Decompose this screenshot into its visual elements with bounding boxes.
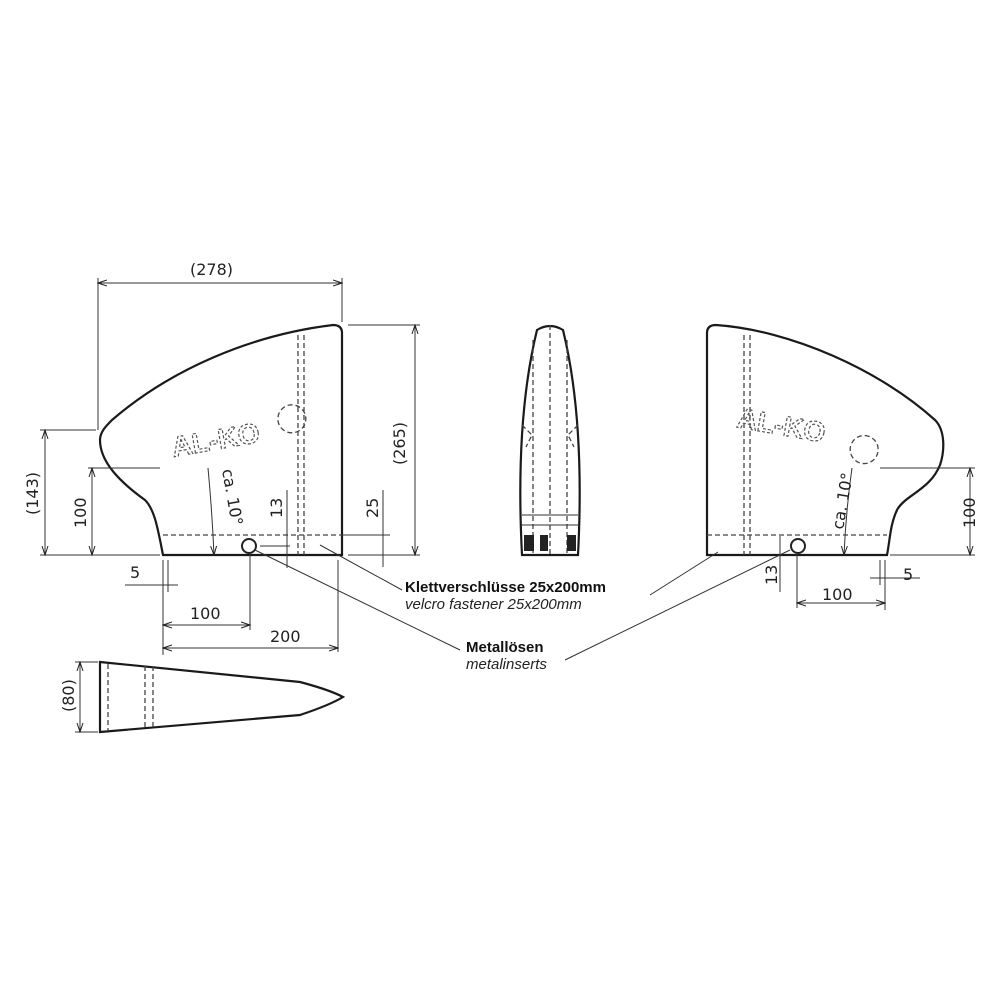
dim-143: (143)	[23, 472, 42, 515]
top-view: (80)	[59, 660, 346, 734]
velcro-label-de: Klettverschlüsse 25x200mm	[405, 579, 606, 596]
logo-text: AL-KO	[735, 402, 828, 448]
left-wedge-outline	[98, 323, 344, 557]
left-angle-arc	[207, 467, 214, 555]
velcro-label-en: velcro fastener 25x200mm	[405, 596, 582, 613]
dim-5-right: 5	[903, 565, 913, 584]
right-wedge-outline	[705, 323, 945, 557]
dim-100-left-insert: 100	[190, 604, 221, 623]
callouts: Klettverschlüsse 25x200mm velcro fastene…	[254, 544, 791, 673]
dim-25: 25	[363, 498, 382, 518]
inserts-label-en: metalinserts	[466, 656, 547, 673]
dim-278: (278)	[190, 260, 233, 279]
dim-265: (265)	[390, 422, 409, 465]
dim-100-left-height: 100	[71, 497, 90, 528]
left-angle-label: ca. 10°	[218, 467, 247, 527]
right-metal-insert-icon	[790, 538, 806, 554]
left-alko-logo: AL-KO	[169, 404, 307, 463]
dim-200: 200	[270, 627, 301, 646]
inserts-label-de: Metallösen	[466, 639, 544, 656]
left-metal-insert-icon	[241, 538, 257, 554]
dim-13-right: 13	[762, 565, 781, 585]
left-dimensions: (278) (265) (143) 100 13 25 5 100 200	[23, 260, 420, 655]
dim-13-left: 13	[267, 498, 286, 518]
left-side-view: AL-KO ca. 10°	[98, 323, 344, 557]
dim-5-left: 5	[130, 563, 140, 582]
right-side-view: AL-KO ca. 10° 100 13 5 100	[705, 323, 979, 610]
dim-100-right-height: 100	[960, 497, 979, 528]
dim-100-right-insert: 100	[822, 585, 853, 604]
front-view	[519, 324, 581, 557]
dim-80: (80)	[59, 679, 78, 712]
right-alko-logo: AL-KO	[734, 402, 879, 465]
logo-text: AL-KO	[169, 417, 262, 463]
right-angle-label: ca. 10°	[828, 471, 857, 531]
